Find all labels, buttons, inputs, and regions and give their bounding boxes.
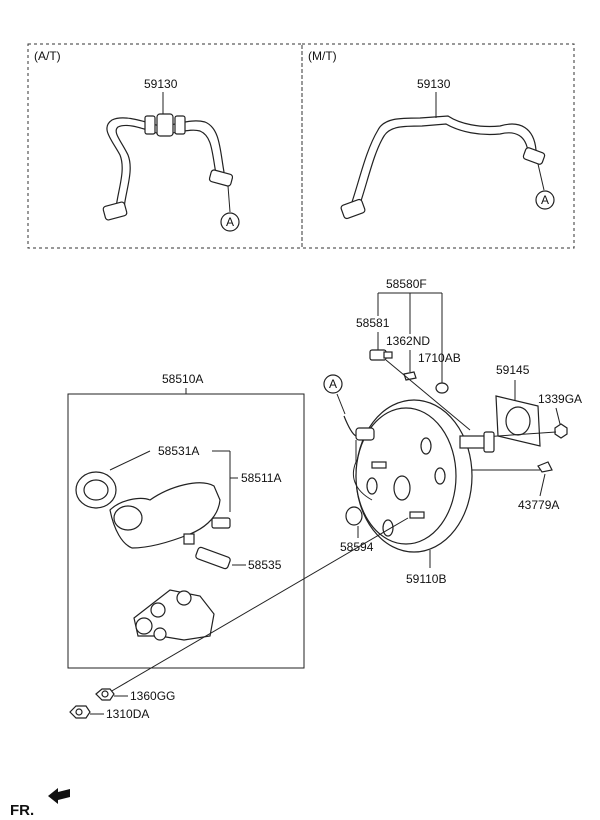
reservoir-cap-inner <box>83 479 109 501</box>
master-cylinder-port <box>135 617 153 635</box>
mt-vacuum-hose <box>340 115 546 220</box>
booster-face-hole <box>434 467 446 485</box>
at-connector-a-circle <box>220 212 240 232</box>
mounting-nuts: 1360GG 1310DA <box>69 688 175 721</box>
part-label-1310DA: 1310DA <box>106 707 149 721</box>
part-label-43779A: 43779A <box>518 498 559 512</box>
part-label-59110B: 59110B <box>406 572 446 586</box>
mt-connector-a-circle <box>535 190 555 210</box>
booster-body-face <box>355 407 457 545</box>
part-label-58580F: 58580F <box>386 277 427 291</box>
bolt-58581-thread <box>383 351 393 359</box>
booster-vacuum-hose-stub <box>343 415 357 437</box>
mt-panel-label: (M/T) <box>308 49 337 63</box>
master-cylinder-port <box>150 602 166 618</box>
part-label-58531A: 58531A <box>158 444 199 458</box>
booster-face-hole <box>420 437 432 455</box>
pin-43779A <box>537 461 553 473</box>
front-arrow-icon <box>48 788 70 804</box>
part-label-58535: 58535 <box>248 558 282 572</box>
booster-center-hole <box>393 475 411 501</box>
reservoir-sensor-plug <box>211 517 231 529</box>
seal-grommet-58535 <box>195 546 231 570</box>
at-hose-clamp <box>144 115 156 135</box>
booster-connector-a-circle <box>323 374 343 394</box>
leader-43779A <box>539 473 546 497</box>
at-connector-leader <box>227 185 231 213</box>
reservoir-filler-neck <box>113 505 143 531</box>
mt-hose-end-fitting <box>340 198 366 220</box>
mt-hose-part-number: 59130 <box>417 77 451 91</box>
master-cylinder-assembly: 58510A 58531A 58511A 58535 <box>67 372 305 669</box>
mt-hose-end-fitting <box>522 147 546 165</box>
booster-stud <box>409 511 425 519</box>
front-direction-indicator: FR. <box>10 788 70 819</box>
booster-assembly: 58580F 58581 1362ND 1710AB 59145 1339GA … <box>323 277 582 586</box>
part-label-1710AB: 1710AB <box>418 351 461 365</box>
at-vacuum-hose <box>102 113 234 221</box>
booster-connector-leader <box>336 393 346 415</box>
at-hose-check-valve <box>156 113 174 137</box>
at-hose-end-fitting <box>208 169 234 187</box>
mt-connector-a-label: A <box>541 193 549 207</box>
booster-check-valve <box>355 427 375 441</box>
part-label-58511A: 58511A <box>241 471 281 485</box>
at-hose-clamp <box>174 115 186 135</box>
mt-connector-leader <box>537 163 545 191</box>
seal-1710AB <box>435 382 449 394</box>
gasket-59145-hole <box>505 406 531 436</box>
booster-rod-clevis <box>483 431 495 453</box>
part-label-58581: 58581 <box>356 316 390 330</box>
part-label-58510A: 58510A <box>162 372 203 386</box>
at-panel-label: (A/T) <box>34 49 61 63</box>
reservoir-nipple <box>183 533 195 545</box>
mt-panel: (M/T) 59130 A <box>301 43 575 249</box>
leader-mounting-nuts <box>109 517 409 693</box>
part-label-1339GA: 1339GA <box>538 392 582 406</box>
at-connector-a-label: A <box>226 215 234 229</box>
leader-booster-port-curve <box>352 461 373 501</box>
fr-label: FR. <box>10 802 34 819</box>
master-cylinder-port <box>176 590 192 606</box>
at-hose-end-fitting <box>102 201 128 221</box>
booster-connector-a-label: A <box>329 377 337 391</box>
part-label-1360GG: 1360GG <box>130 689 175 703</box>
booster-face-hole <box>366 477 378 495</box>
nut-1339GA <box>554 423 568 439</box>
booster-face-hole <box>382 519 394 537</box>
leader-1339GA <box>555 407 561 425</box>
at-panel: (A/T) 59130 A <box>27 43 303 249</box>
at-panel-frame <box>27 43 303 249</box>
part-label-58594: 58594 <box>340 540 374 554</box>
seal-58594 <box>345 506 363 526</box>
master-cylinder-port <box>153 627 167 641</box>
leader-58531A <box>109 450 151 471</box>
at-hose-part-number: 59130 <box>144 77 178 91</box>
centerline-bolt <box>385 359 471 431</box>
nut-1360GG-hole <box>101 690 109 698</box>
part-label-1362ND: 1362ND <box>386 334 430 348</box>
booster-stud <box>371 461 387 469</box>
nut-1310DA-hole <box>75 708 83 716</box>
part-label-59145: 59145 <box>496 363 530 377</box>
master-cylinder-frame <box>67 393 305 669</box>
mt-panel-frame <box>301 43 575 249</box>
